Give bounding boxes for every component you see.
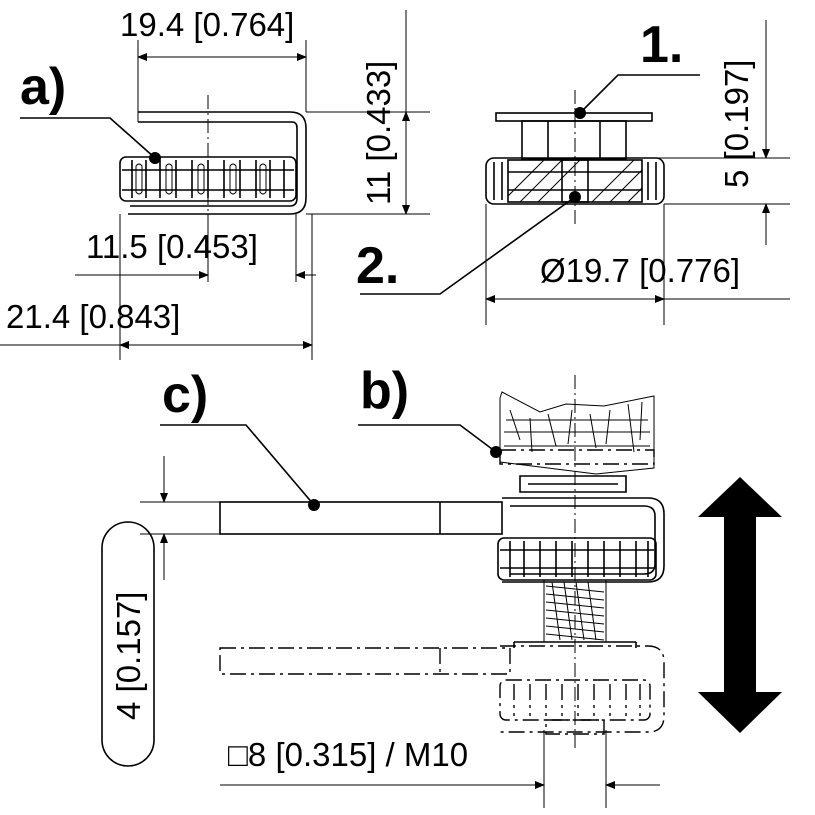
- view-assembly: [160, 375, 665, 748]
- dim-text-19-7: Ø19.7 [0.776]: [540, 252, 740, 289]
- dim-4: 4 [0.157]: [101, 456, 220, 767]
- dim-text-11: 11 [0.433]: [360, 61, 397, 205]
- double-arrow-icon: [698, 477, 782, 733]
- dim-19-7: Ø19.7 [0.776]: [485, 204, 790, 325]
- dim-11: 11 [0.433]: [306, 10, 430, 215]
- dim-5: 5 [0.197]: [652, 20, 790, 245]
- dim-text-11-5: 11.5 [0.453]: [86, 228, 258, 265]
- dim-8-m10: □8 [0.315] / M10: [220, 730, 660, 808]
- label-a: a): [20, 58, 66, 116]
- assembly-knurled-nut-upper: [497, 537, 657, 581]
- dim-text-21-4: 21.4 [0.843]: [6, 298, 180, 335]
- dim-text-19-4: 19.4 [0.764]: [120, 6, 294, 43]
- view-section: [360, 74, 700, 295]
- workpiece: [499, 391, 655, 475]
- dim-text-4: 4 [0.157]: [110, 592, 147, 720]
- dim-4-frame: [101, 521, 155, 767]
- dim-text-5: 5 [0.197]: [718, 60, 755, 188]
- dim-21-4: 21.4 [0.843]: [0, 214, 313, 360]
- label-c: c): [162, 366, 208, 424]
- label-b: b): [360, 362, 409, 420]
- label-2: 2.: [356, 237, 399, 295]
- clamp-bar: [219, 501, 503, 535]
- phantom-lower-position: [219, 645, 665, 735]
- dim-text-8-m10: □8 [0.315] / M10: [228, 736, 468, 773]
- dim-11-5: 11.5 [0.453]: [75, 214, 316, 282]
- label-1: 1.: [640, 16, 683, 74]
- dim-19-4: 19.4 [0.764]: [120, 6, 307, 112]
